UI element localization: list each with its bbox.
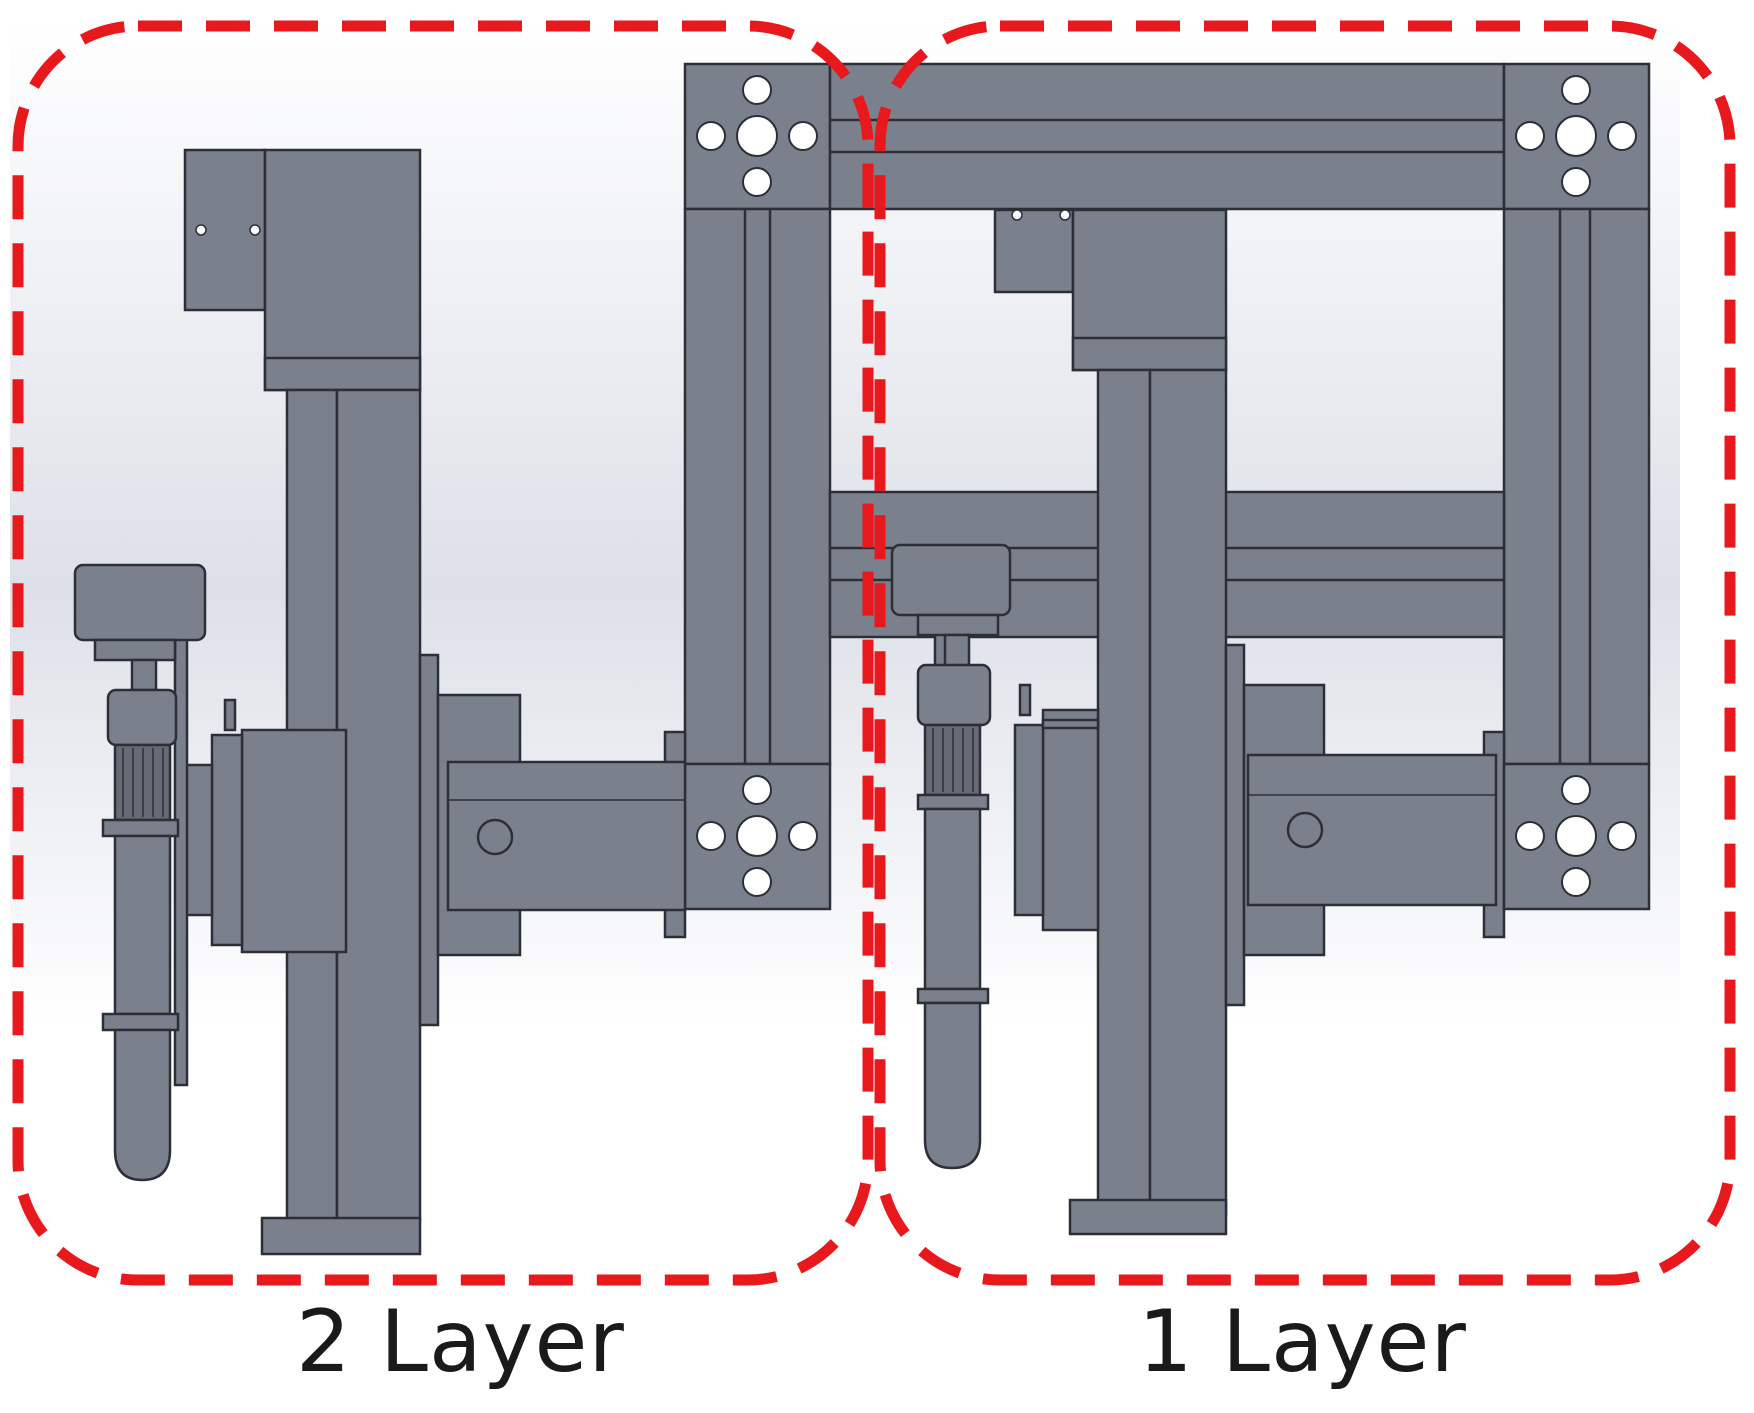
linear-rail — [335, 388, 422, 1222]
servo-motor — [890, 543, 1012, 617]
coupling — [916, 663, 992, 727]
servo-mount — [916, 613, 1000, 637]
probe-tip — [923, 1001, 982, 1170]
carriage-plate — [240, 728, 348, 954]
servo-mount — [93, 638, 177, 662]
module-1-layer — [890, 208, 1498, 1236]
guide-rod — [1096, 368, 1152, 1217]
pin-holes — [476, 811, 1324, 856]
aluminium-frame — [663, 62, 1651, 939]
rail-foot — [1068, 1198, 1228, 1236]
connector-arm — [446, 760, 687, 912]
label-1-layer: 1 Layer — [1138, 1292, 1467, 1392]
assembly-parts — [73, 62, 1651, 1256]
label-2-layer: 2 Layer — [296, 1292, 625, 1392]
rail-clamp — [1224, 643, 1246, 1007]
frame-post-left — [683, 207, 832, 766]
linear-rail — [1148, 368, 1228, 1217]
screw-holes — [195, 209, 1071, 236]
region-1-layer-outline — [874, 20, 1736, 1286]
connector-arm — [1246, 753, 1498, 907]
motor-housing — [263, 148, 422, 392]
probe-tip — [113, 1028, 172, 1182]
hex-nut — [916, 987, 990, 1005]
servo-motor — [73, 563, 207, 642]
profile-slots — [696, 75, 1637, 897]
region-2-layer-outline — [12, 20, 874, 1286]
probe-body — [113, 834, 172, 1016]
rail-foot — [260, 1216, 422, 1256]
highlight-regions — [12, 20, 1736, 1286]
frame-beam-top — [828, 62, 1506, 211]
hex-nut — [101, 818, 180, 838]
coupling — [106, 688, 178, 747]
motor-bracket — [993, 208, 1075, 294]
probe-body — [923, 807, 982, 991]
hex-nut — [916, 793, 990, 811]
hex-nut — [101, 1012, 180, 1032]
frame-post-right — [1502, 207, 1651, 766]
rail-clamp — [418, 653, 440, 1027]
carriage-plate — [1041, 708, 1100, 932]
